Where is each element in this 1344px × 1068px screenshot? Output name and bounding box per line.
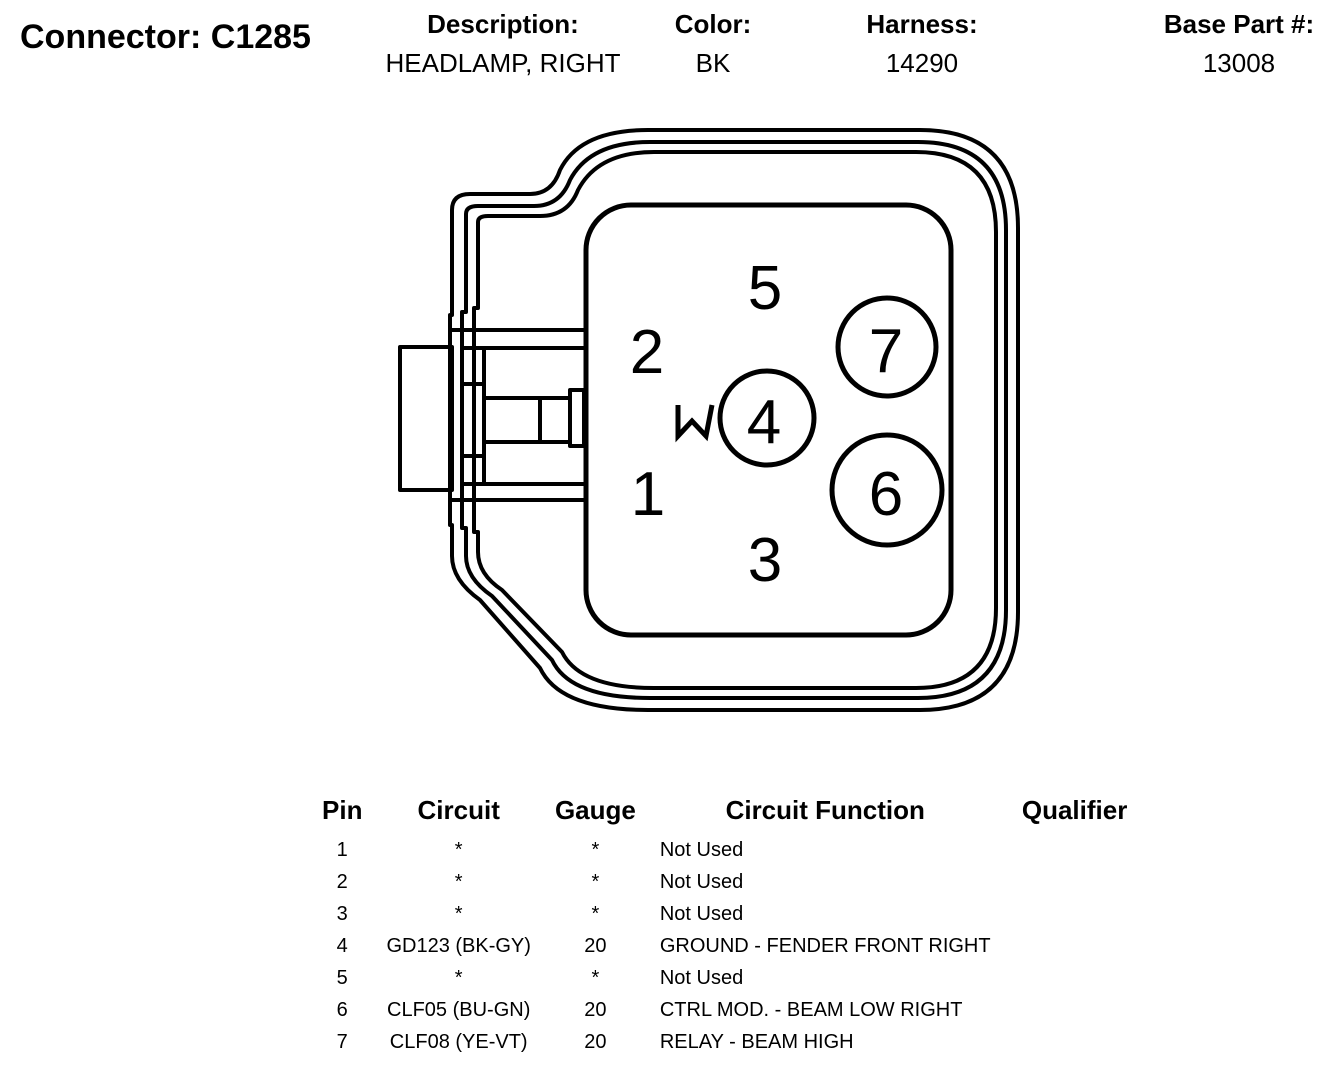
cell-qualifier [1003, 1026, 1147, 1058]
cell-circuit: CLF08 (YE-VT) [389, 1030, 528, 1053]
base-part-value: 13008 [1202, 48, 1276, 78]
cell-pin: 4 [336, 934, 348, 957]
cell-pin: 1 [336, 838, 348, 861]
pin-2-label: 2 [630, 318, 664, 387]
cell-pin: 2 [336, 870, 348, 893]
cell-function: GROUND - FENDER FRONT RIGHT [659, 934, 991, 957]
harness-value: 14290 [885, 48, 959, 78]
pin-4-label: 4 [747, 388, 781, 457]
cell-gauge: * [591, 902, 600, 925]
cell-gauge: * [591, 838, 600, 861]
cell-function: Not Used [659, 838, 744, 861]
cell-gauge: * [591, 870, 600, 893]
connector-title: Connector: C1285 [20, 18, 311, 56]
table-row: 3 * * Not Used [310, 898, 1147, 930]
pinout-header-row: Pin Circuit Gauge Circuit Function Quali… [310, 792, 1147, 834]
pin-1-label: 1 [631, 460, 665, 529]
cell-qualifier [1003, 962, 1147, 994]
harness-column: Harness: 14290 [852, 8, 992, 80]
pin-4-circle [717, 368, 817, 468]
cell-function: CTRL MOD. - BEAM LOW RIGHT [659, 998, 963, 1021]
table-row: 7 CLF08 (YE-VT) 20 RELAY - BEAM HIGH [310, 1026, 1147, 1058]
cell-gauge: 20 [584, 998, 607, 1021]
pin-6-circle [829, 432, 945, 548]
pin-5-label: 5 [748, 254, 782, 323]
cell-circuit: * [454, 870, 463, 893]
cell-gauge: 20 [584, 934, 607, 957]
table-row: 1 * * Not Used [310, 834, 1147, 866]
cell-pin: 3 [336, 902, 348, 925]
cell-function: Not Used [659, 966, 744, 989]
pin-7-label: 7 [869, 317, 903, 386]
pin-6-label: 6 [869, 460, 903, 529]
col-header-qualifier: Qualifier [1021, 794, 1128, 825]
keyway-mark-icon [675, 404, 715, 443]
base-part-column: Base Part #: 13008 [1150, 8, 1328, 80]
cell-circuit: GD123 (BK-GY) [386, 934, 531, 957]
table-row: 2 * * Not Used [310, 866, 1147, 898]
description-value: HEADLAMP, RIGHT [385, 48, 621, 78]
harness-label: Harness: [866, 9, 978, 39]
cell-pin: 6 [336, 998, 348, 1021]
cell-function: Not Used [659, 902, 744, 925]
cell-qualifier [1003, 930, 1147, 962]
cell-gauge: 20 [584, 1030, 607, 1053]
base-part-label: Base Part #: [1163, 9, 1315, 39]
connector-face-diagram: 5 2 4 1 3 7 6 [398, 128, 1020, 712]
color-column: Color: BK [660, 8, 766, 80]
cell-circuit: * [454, 966, 463, 989]
cell-circuit: * [454, 838, 463, 861]
cell-pin: 5 [336, 966, 348, 989]
col-header-gauge: Gauge [554, 794, 636, 825]
color-value: BK [695, 48, 731, 78]
table-row: 5 * * Not Used [310, 962, 1147, 994]
housing-inner-outline [472, 150, 998, 690]
cell-gauge: * [591, 966, 600, 989]
cell-qualifier [1003, 866, 1147, 898]
description-label: Description: [427, 9, 579, 39]
color-label: Color: [674, 9, 752, 39]
description-column: Description: HEADLAMP, RIGHT [372, 8, 634, 80]
col-header-circuit-function: Circuit Function [725, 794, 925, 825]
table-row: 4 GD123 (BK-GY) 20 GROUND - FENDER FRONT… [310, 930, 1147, 962]
cell-qualifier [1003, 898, 1147, 930]
col-header-circuit: Circuit [417, 794, 500, 825]
cell-function: RELAY - BEAM HIGH [659, 1030, 854, 1053]
cell-pin: 7 [336, 1030, 348, 1053]
pinout-table: Pin Circuit Gauge Circuit Function Quali… [310, 792, 1147, 1058]
cell-qualifier [1003, 994, 1147, 1026]
housing-middle-outline [460, 140, 1008, 700]
table-row: 6 CLF05 (BU-GN) 20 CTRL MOD. - BEAM LOW … [310, 994, 1147, 1026]
cell-circuit: * [454, 902, 463, 925]
cell-function: Not Used [659, 870, 744, 893]
lock-tab [398, 345, 454, 492]
col-header-pin: Pin [322, 794, 363, 825]
housing-outer-outline [448, 128, 1020, 712]
cell-qualifier [1003, 834, 1147, 866]
pin-7-circle [835, 295, 939, 399]
latch-end [568, 388, 586, 448]
cell-circuit: CLF05 (BU-GN) [387, 998, 531, 1021]
pin-3-label: 3 [748, 526, 782, 595]
